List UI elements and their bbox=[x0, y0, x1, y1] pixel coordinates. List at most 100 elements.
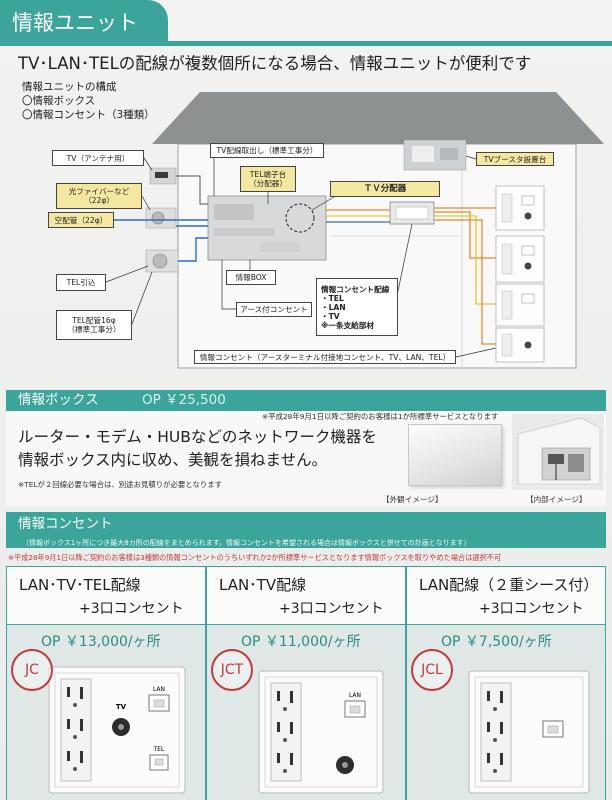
info-box-note: ※平成28年9月1日以降ご契約のお客様は1か所標準サービスとなります bbox=[262, 412, 499, 421]
label-optical-fiber: 光ファイバーなど （22φ） bbox=[56, 183, 142, 209]
label-line: ・LAN bbox=[321, 302, 346, 312]
composition-list: 情報ユニットの構成 〇情報ボックス 〇情報コンセント（3種類） bbox=[22, 80, 155, 122]
caption-exterior: 【外観イメージ】 bbox=[382, 495, 443, 504]
composition-item: 〇情報コンセント（3種類） bbox=[22, 109, 155, 121]
label-line: （分配器） bbox=[249, 179, 287, 188]
info-box-unit bbox=[207, 195, 327, 261]
power-socket-icon bbox=[480, 682, 512, 782]
label-line: 光ファイバーなど bbox=[68, 187, 130, 196]
option-subtitle: +3口コンセント bbox=[79, 601, 184, 617]
option-title: LAN･TV配線 bbox=[219, 576, 307, 594]
option-body: OP ￥13,000/ヶ所 JC TV LAN TEL bbox=[7, 624, 205, 800]
jack-label: LAN bbox=[153, 686, 165, 693]
lan-jack-icon bbox=[148, 694, 170, 712]
jack-label: LAN bbox=[349, 692, 361, 699]
label-ground-outlet: アース付コンセント bbox=[236, 302, 312, 317]
outlet-options: LAN･TV･TEL配線 +3口コンセント OP ￥13,000/ヶ所 JC T… bbox=[6, 566, 606, 800]
label-line: （22φ） bbox=[84, 196, 114, 205]
option-price: OP ￥7,500/ヶ所 bbox=[441, 634, 552, 650]
label-line: 情報コンセント配線 bbox=[321, 284, 390, 294]
label-line: TEL配管16φ bbox=[72, 316, 116, 325]
label-line: ・TEL bbox=[321, 293, 344, 303]
house-roof bbox=[152, 92, 604, 144]
composition-item: 〇情報ボックス bbox=[22, 95, 96, 107]
outlet-plate-icon bbox=[495, 283, 545, 327]
option-title: LAN･TV･TEL配線 bbox=[19, 576, 141, 594]
info-box-title: 情報ボックス bbox=[18, 392, 99, 408]
option-code-badge: JCL bbox=[411, 649, 453, 691]
label-line: TEL端子台 bbox=[249, 170, 287, 179]
label-booster-stand: TVブースタ設置台 bbox=[476, 152, 554, 166]
label-line: ・TV bbox=[321, 311, 340, 321]
label-outlet-wiring: 情報コンセント配線 ・TEL ・LAN ・TV ※一条支給部材 bbox=[316, 278, 398, 336]
jack-label: TEL bbox=[153, 746, 165, 753]
info-outlet-header: 情報コンセント （情報ボックス1ヶ所につき最大8カ所の配線をまとめられます。情報… bbox=[6, 512, 606, 548]
label-tv-antenna: TV（アンテナ用） bbox=[52, 150, 144, 166]
tel-line bbox=[178, 237, 208, 262]
jack-label: TV bbox=[116, 703, 127, 711]
page-title: 情報ユニット bbox=[0, 0, 168, 46]
option-code-badge: JC bbox=[11, 649, 53, 691]
power-socket-icon bbox=[60, 678, 92, 782]
outlet-option-jcl: LAN配線（２重シース付） +3口コンセント OP ￥7,500/ヶ所 JCL bbox=[406, 566, 606, 800]
label-info-outlet: 情報コンセント（アースターミナル付接地コンセント、TV、LAN、TEL） bbox=[194, 350, 456, 364]
label-empty-conduit: 空配管（22φ） bbox=[48, 212, 114, 228]
outlet-plate-icon: LAN bbox=[258, 670, 384, 794]
power-socket-icon bbox=[270, 682, 302, 782]
tv-distributor bbox=[389, 201, 435, 225]
antenna-cable-line bbox=[176, 175, 208, 205]
label-tel-inlet: TEL引込 bbox=[56, 274, 106, 291]
option-code-badge: JCT bbox=[211, 649, 253, 691]
booster-photo bbox=[403, 139, 467, 171]
antenna-cable-photo bbox=[149, 167, 177, 185]
info-box-exterior-image bbox=[408, 424, 502, 486]
composition-title: 情報ユニットの構成 bbox=[22, 81, 117, 93]
fiber-conduit-photo bbox=[145, 207, 177, 229]
tv-coax-jack-icon bbox=[336, 756, 354, 774]
info-box-sub-note: ※TELが２回線必要な場合は、別途お見積りが必要となります bbox=[18, 480, 223, 489]
label-line: （標準工事分） bbox=[67, 325, 121, 334]
tel-jack-icon bbox=[149, 754, 169, 771]
info-box-price: OP ￥25,500 bbox=[142, 392, 226, 408]
outlet-option-jc: LAN･TV･TEL配線 +3口コンセント OP ￥13,000/ヶ所 JC T… bbox=[6, 566, 206, 800]
option-title: LAN配線（２重シース付） bbox=[419, 576, 599, 594]
house-wiring-diagram: TV（アンテナ用） 光ファイバーなど （22φ） 空配管（22φ） TEL引込 … bbox=[0, 86, 612, 370]
leader-lines bbox=[105, 155, 497, 358]
label-tel-conduit: TEL配管16φ （標準工事分） bbox=[56, 310, 132, 340]
label-tv-wiring: TV配線取出し（標準工事分） bbox=[210, 143, 324, 158]
info-outlet-title: 情報コンセント bbox=[18, 516, 113, 532]
tv-coax-jack-icon bbox=[112, 718, 130, 736]
label-tv-splitter: ＴＶ分配器 bbox=[330, 181, 440, 197]
tel-conduit-photo bbox=[145, 249, 179, 273]
info-box-interior-image bbox=[512, 414, 604, 490]
info-outlet-red-note: ※平成28年9月1日以降ご契約のお客様は3種類の情報コンセントのうちいずれか2か… bbox=[8, 553, 502, 562]
label-tel-terminal: TEL端子台 （分配器） bbox=[240, 166, 296, 192]
option-heading: LAN･TV･TEL配線 +3口コンセント bbox=[7, 566, 205, 624]
caption-interior: 【内部イメージ】 bbox=[526, 495, 587, 504]
info-box-description: ルーター・モデム・HUBなどのネットワーク機器を 情報ボックス内に収め、美観を損… bbox=[18, 426, 377, 472]
option-price: OP ￥13,000/ヶ所 bbox=[41, 634, 161, 650]
option-heading: LAN配線（２重シース付） +3口コンセント bbox=[407, 566, 605, 624]
option-subtitle: +3口コンセント bbox=[479, 601, 584, 617]
info-box-panel bbox=[6, 411, 606, 506]
info-outlet-note: （情報ボックス1ヶ所につき最大8カ所の配線をまとめられます。情報コンセントを希望… bbox=[22, 539, 471, 547]
outlet-plate-icon bbox=[468, 670, 590, 794]
outlet-wiring-lines bbox=[326, 207, 496, 345]
label-line: ※一条支給部材 bbox=[321, 320, 374, 330]
description-line: ルーター・モデム・HUBなどのネットワーク機器を bbox=[18, 428, 377, 446]
lan-jack-icon bbox=[344, 700, 366, 718]
outlet-plate-icon: TV LAN TEL bbox=[48, 666, 186, 794]
option-price: OP ￥11,000/ヶ所 bbox=[241, 634, 361, 650]
outlet-option-jct: LAN･TV配線 +3口コンセント OP ￥11,000/ヶ所 JCT LAN bbox=[206, 566, 406, 800]
description-line: 情報ボックス内に収め、美観を損ねません。 bbox=[18, 451, 328, 469]
lan-jack-icon bbox=[542, 720, 564, 738]
option-subtitle: +3口コンセント bbox=[279, 601, 384, 617]
outlet-plate-icon bbox=[495, 235, 545, 283]
info-box-header: 情報ボックス OP ￥25,500 bbox=[6, 390, 606, 411]
outlet-plate-icon bbox=[495, 327, 545, 363]
splitter-highlight bbox=[285, 203, 315, 233]
outlet-plate-icon bbox=[495, 185, 545, 231]
option-body: OP ￥11,000/ヶ所 JCT LAN bbox=[207, 624, 405, 800]
headline: TV･LAN･TELの配線が複数個所になる場合、情報ユニットが便利です bbox=[18, 54, 532, 73]
